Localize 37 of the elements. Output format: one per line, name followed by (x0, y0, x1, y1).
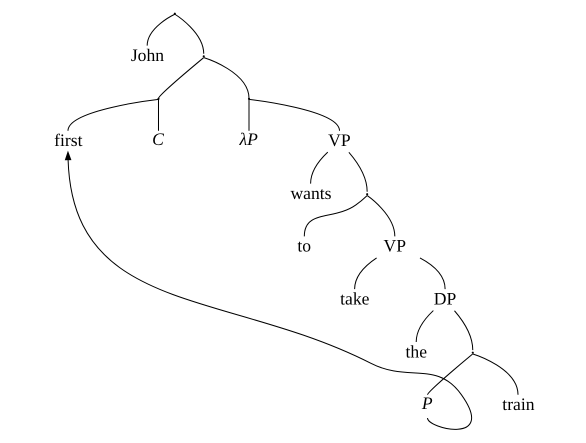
node-text: take (340, 288, 370, 309)
connector (416, 310, 434, 342)
node-text: wants (290, 182, 332, 203)
connector (146, 14, 175, 46)
connector (68, 98, 158, 131)
connector (310, 152, 328, 184)
connector (348, 152, 368, 192)
node-point (174, 12, 176, 15)
connector (472, 353, 519, 395)
node-point (366, 193, 368, 196)
node-text: VP (328, 130, 351, 150)
connector (158, 100, 159, 131)
connector (366, 195, 396, 236)
connector (354, 258, 377, 290)
connector (420, 258, 446, 290)
node-point (202, 55, 205, 58)
node-point (472, 352, 474, 354)
connector (204, 57, 250, 98)
node-text: λP (240, 128, 258, 149)
connector (249, 98, 340, 131)
node-text: P (422, 392, 433, 413)
node-text: first (54, 130, 82, 150)
connector (174, 14, 204, 54)
node-text: the (406, 341, 428, 362)
connector (454, 310, 474, 350)
node-point (248, 98, 250, 100)
connector (427, 354, 473, 396)
connector (304, 195, 368, 236)
node-text: train (502, 394, 535, 414)
connector (248, 100, 250, 131)
arrow (64, 150, 472, 430)
node-text: John (130, 44, 164, 65)
node-text: VP (384, 236, 406, 256)
node-point (157, 98, 160, 100)
node-text: to (297, 236, 312, 256)
node-text: C (152, 128, 164, 149)
node-text: DP (434, 288, 456, 309)
